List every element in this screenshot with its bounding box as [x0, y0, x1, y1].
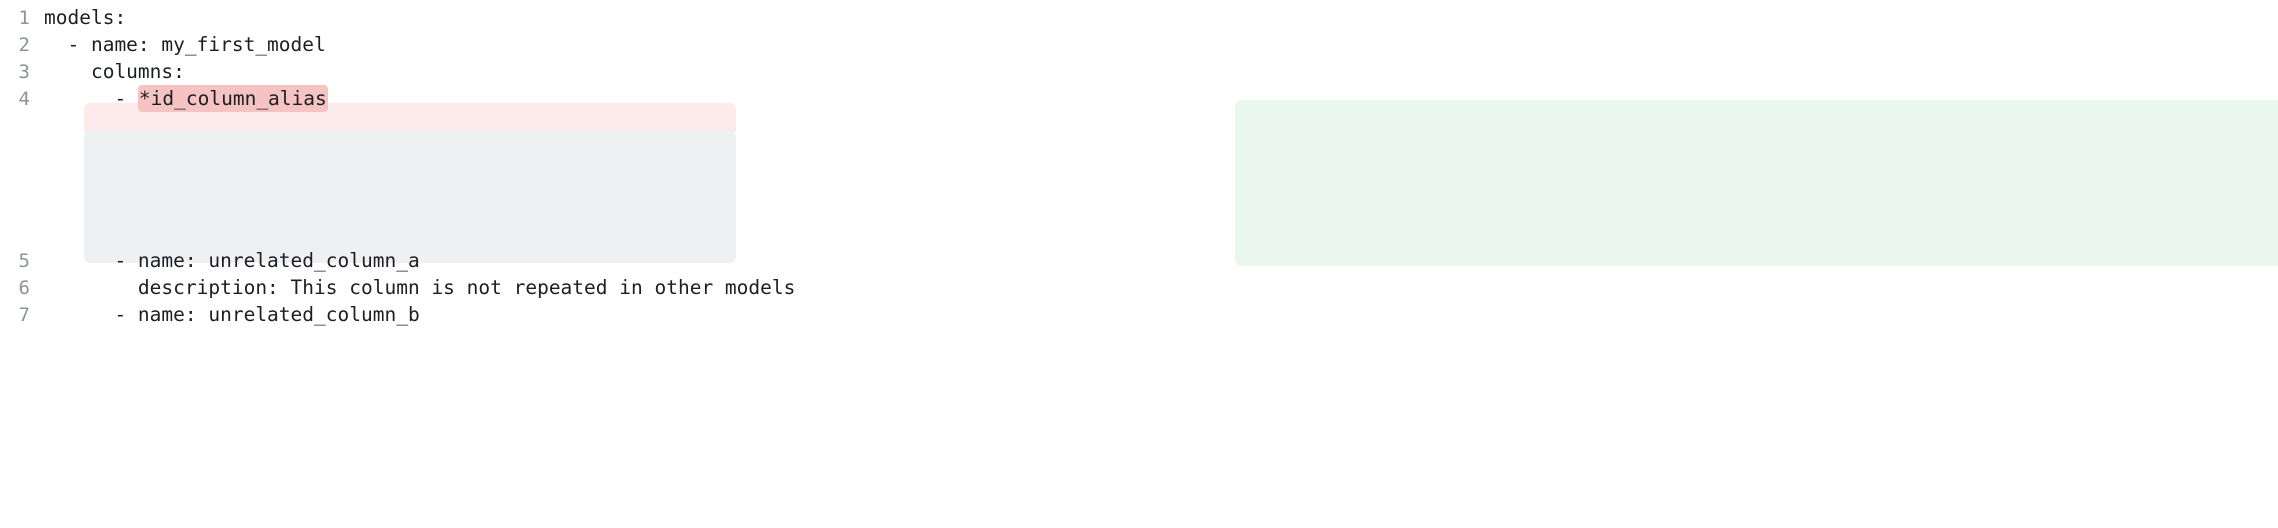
code-text: - name: unrelated_column_a: [44, 249, 420, 272]
line-number: 1: [18, 7, 30, 29]
code-line-row[interactable]: 6 description: This column is not repeat…: [0, 274, 1139, 301]
code-text: - name: unrelated_column_b: [44, 303, 420, 326]
removed-word-highlight: *id_column_alias: [137, 85, 328, 112]
code-text: models:: [44, 6, 127, 29]
code-line-row[interactable]: 7 - name: unrelated_column_b: [0, 301, 1139, 328]
code-text: - name: my_first_model: [44, 33, 326, 56]
line-number: 2: [18, 34, 30, 56]
code-text: - *id_column_alias: [44, 85, 328, 112]
line-number: 7: [18, 304, 30, 326]
code-line-row[interactable]: 2 - name: my_first_model: [0, 31, 1139, 58]
line-number: 6: [18, 277, 30, 299]
code-text: description: This column is not repeated…: [44, 276, 796, 299]
code-text: columns:: [44, 60, 185, 83]
code-line-row[interactable]: 3 columns:: [0, 58, 1139, 85]
code-spacer-row: [0, 193, 1139, 220]
code-spacer-row: [0, 166, 1139, 193]
code-line-row[interactable]: 5 - name: unrelated_column_a: [0, 247, 1139, 274]
line-number: 3: [18, 61, 30, 83]
line-number: 4: [18, 88, 30, 110]
code-line-row[interactable]: 1 models:: [0, 4, 1139, 31]
line-number: 5: [18, 250, 30, 272]
code-line-row[interactable]: 4 - *id_column_alias: [0, 85, 1139, 112]
code-spacer-row: [0, 220, 1139, 247]
code-indent: -: [44, 87, 138, 110]
code-spacer-row: [0, 139, 1139, 166]
code-spacer-row: [0, 112, 1139, 139]
